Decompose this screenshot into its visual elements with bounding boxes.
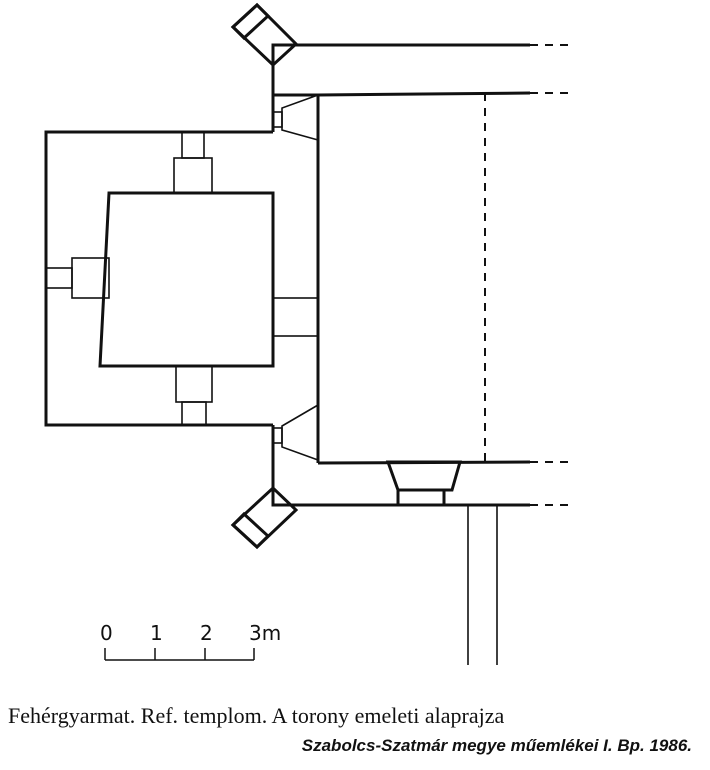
window-openings	[45, 131, 319, 426]
tower-inner-chamber	[98, 191, 275, 368]
scale-tick-0: 0	[100, 621, 113, 645]
scale-bar: 0 1 2 3m	[100, 621, 281, 661]
source-citation: Szabolcs-Szatmár megye műemlékei I. Bp. …	[301, 736, 692, 755]
scale-tick-1: 1	[150, 621, 163, 645]
annex-walls	[467, 505, 498, 665]
floor-plan-drawing: 0 1 2 3m	[44, 2, 570, 665]
scale-tick-3: 3m	[249, 621, 281, 645]
splayed-openings	[272, 94, 319, 461]
buttress-bottom	[230, 485, 299, 550]
figure-caption: Fehérgyarmat. Ref. templom. A torony eme…	[8, 703, 505, 728]
buttress-top	[230, 2, 299, 68]
south-door-niche	[385, 460, 462, 507]
scale-tick-2: 2	[200, 621, 213, 645]
